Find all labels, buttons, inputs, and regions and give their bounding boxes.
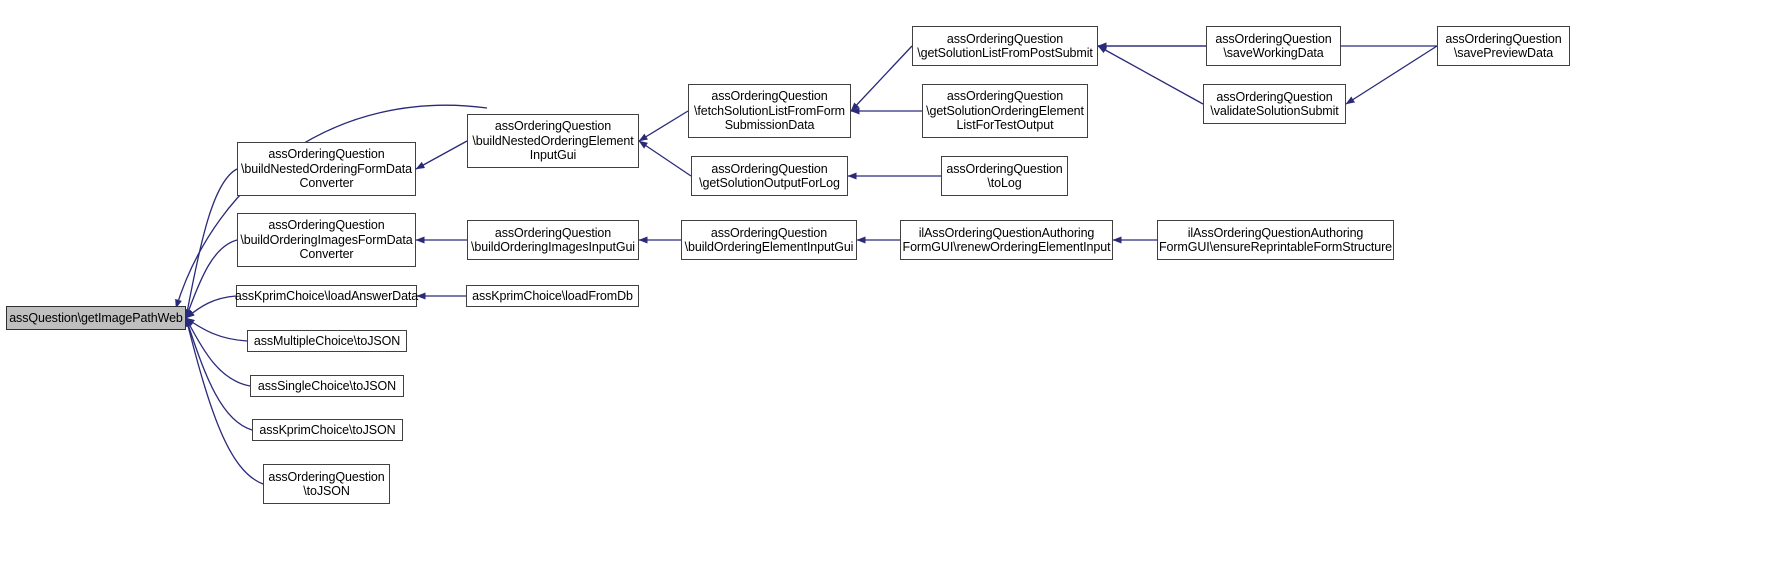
- graph-edge: [1345, 45, 1438, 105]
- graph-node[interactable]: assOrderingQuestion \buildOrderingImages…: [467, 220, 639, 260]
- graph-node[interactable]: assOrderingQuestion \getSolutionOrdering…: [922, 84, 1088, 138]
- graph-node[interactable]: assOrderingQuestion \validateSolutionSub…: [1203, 84, 1346, 124]
- graph-node[interactable]: assMultipleChoice\toJSON: [247, 330, 407, 352]
- graph-node[interactable]: assOrderingQuestion \toJSON: [263, 464, 390, 504]
- graph-node[interactable]: assOrderingQuestion \savePreviewData: [1437, 26, 1570, 66]
- graph-node[interactable]: ilAssOrderingQuestionAuthoring FormGUI\r…: [900, 220, 1113, 260]
- graph-node[interactable]: assKprimChoice\loadAnswerData: [235, 285, 418, 307]
- graph-edge: [185, 317, 251, 387]
- graph-edge: [184, 168, 238, 319]
- graph-node[interactable]: assKprimChoice\loadFromDb: [466, 285, 639, 307]
- graph-edge: [185, 317, 248, 342]
- graph-edge: [185, 239, 238, 319]
- graph-node[interactable]: assOrderingQuestion \buildOrderingImages…: [237, 213, 416, 267]
- graph-edge: [850, 45, 913, 112]
- graph-edge: [185, 317, 253, 431]
- graph-edge: [1097, 45, 1204, 105]
- graph-node-root[interactable]: assQuestion\getImagePathWeb: [6, 306, 186, 330]
- graph-edge: [175, 104, 488, 309]
- graph-node[interactable]: assOrderingQuestion \getSolutionOutputFo…: [691, 156, 848, 196]
- graph-node[interactable]: assSingleChoice\toJSON: [250, 375, 404, 397]
- graph-edge: [638, 110, 689, 142]
- graph-node[interactable]: assOrderingQuestion \fetchSolutionListFr…: [688, 84, 851, 138]
- graph-node[interactable]: assKprimChoice\toJSON: [252, 419, 403, 441]
- graph-edge: [185, 295, 237, 319]
- graph-node[interactable]: assOrderingQuestion \buildOrderingElemen…: [681, 220, 857, 260]
- graph-node[interactable]: assOrderingQuestion \buildNestedOrdering…: [237, 142, 416, 196]
- graph-node[interactable]: assOrderingQuestion \toLog: [941, 156, 1068, 196]
- graph-edge: [415, 140, 468, 170]
- graph-node[interactable]: ilAssOrderingQuestionAuthoring FormGUI\e…: [1157, 220, 1394, 260]
- graph-node[interactable]: assOrderingQuestion \getSolutionListFrom…: [912, 26, 1098, 66]
- graph-edge: [638, 140, 692, 177]
- graph-node[interactable]: assOrderingQuestion \buildNestedOrdering…: [467, 114, 639, 168]
- graph-node[interactable]: assOrderingQuestion \saveWorkingData: [1206, 26, 1341, 66]
